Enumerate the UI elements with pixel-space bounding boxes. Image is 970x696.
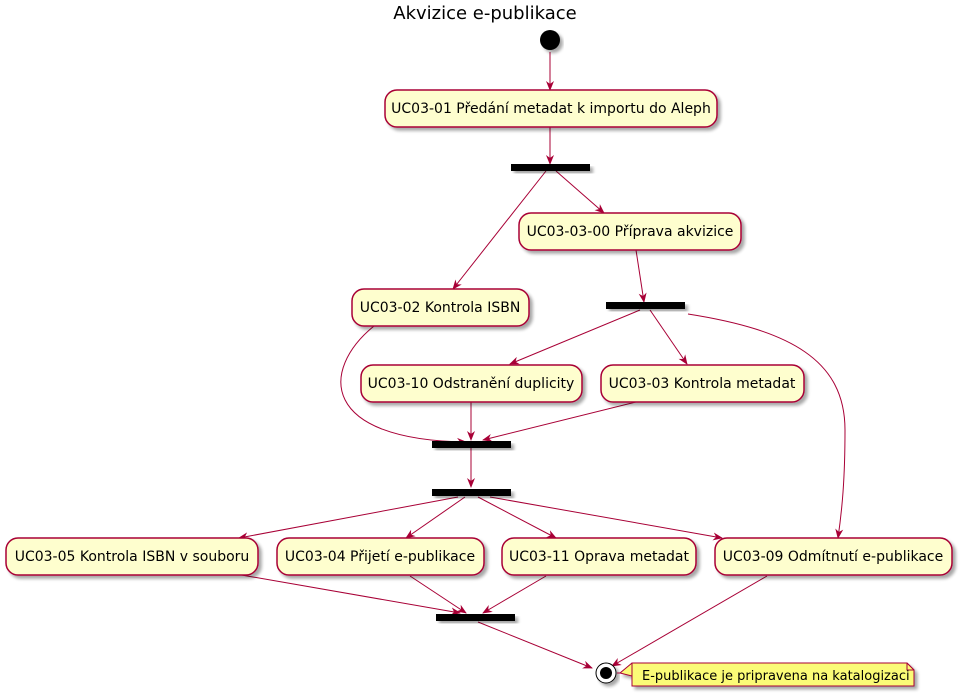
join-bar-1 — [432, 441, 511, 448]
activity-label: UC03-03 Kontrola metadat — [609, 376, 796, 392]
edge-n09-end — [611, 575, 768, 667]
activity-node-uc03-01: UC03-01 Předání metadat k importu do Ale… — [384, 89, 718, 128]
activity-node-uc03-02: UC03-02 Kontrola ISBN — [351, 288, 530, 327]
edge-fork2-n03 — [649, 309, 688, 365]
activity-node-uc03-11: UC03-11 Oprava metadat — [501, 537, 697, 576]
edge-join2-end — [477, 621, 593, 669]
activity-node-uc03-03-00: UC03-03-00 Příprava akvizice — [518, 212, 742, 251]
diagram-title: Akvizice e-publikace — [393, 3, 576, 24]
activity-label: UC03-09 Odmítnutí e-publikace — [723, 549, 944, 565]
edge-fork2-n10 — [509, 309, 641, 365]
note: E-publikace je pripravena na katalogizac… — [617, 662, 915, 687]
edge-fork3-n11 — [477, 496, 557, 539]
note-text: E-publikace je pripravena na katalogizac… — [642, 669, 910, 684]
edge-n05-join2 — [229, 572, 461, 616]
end-node — [595, 662, 617, 684]
join-bar-2 — [436, 614, 515, 621]
activity-label: UC03-02 Kontrola ISBN — [360, 300, 521, 316]
edge-fork2-n09 — [687, 313, 846, 539]
edge-n11-join2 — [482, 575, 547, 614]
activity-node-uc03-03: UC03-03 Kontrola metadat — [600, 364, 805, 403]
edge-fork3-n05 — [238, 496, 459, 541]
edge-n03-join1 — [482, 401, 637, 442]
start-node — [540, 30, 560, 50]
edge-fork1-n0300 — [555, 170, 605, 214]
edge-n0300-fork2 — [635, 249, 647, 303]
activity-node-uc03-10: UC03-10 Odstranění duplicity — [360, 364, 583, 403]
activity-label: UC03-03-00 Příprava akvizice — [527, 224, 734, 240]
activity-node-uc03-05: UC03-05 Kontrola ISBN v souboru — [5, 537, 259, 576]
activity-node-uc03-09: UC03-09 Odmítnutí e-publikace — [714, 537, 953, 576]
fork-bar-2 — [606, 302, 685, 309]
edge-n04-join2 — [409, 575, 467, 614]
activity-label: UC03-05 Kontrola ISBN v souboru — [15, 549, 250, 565]
activity-label: UC03-11 Oprava metadat — [509, 549, 689, 565]
edge-fork3-n04 — [405, 496, 466, 539]
edge-n02-join1 — [340, 325, 467, 446]
activity-label: UC03-04 Přijetí e-publikace — [285, 549, 475, 565]
edge-fork1-n02 — [452, 170, 547, 290]
edges — [229, 52, 846, 669]
fork-bar-1 — [511, 164, 590, 171]
activity-label: UC03-10 Odstranění duplicity — [368, 376, 575, 392]
edge-fork3-n09 — [489, 496, 723, 541]
activity-label: UC03-01 Předání metadat k importu do Ale… — [391, 101, 711, 117]
activity-node-uc03-04: UC03-04 Přijetí e-publikace — [276, 537, 485, 576]
fork-bar-3 — [432, 489, 511, 496]
